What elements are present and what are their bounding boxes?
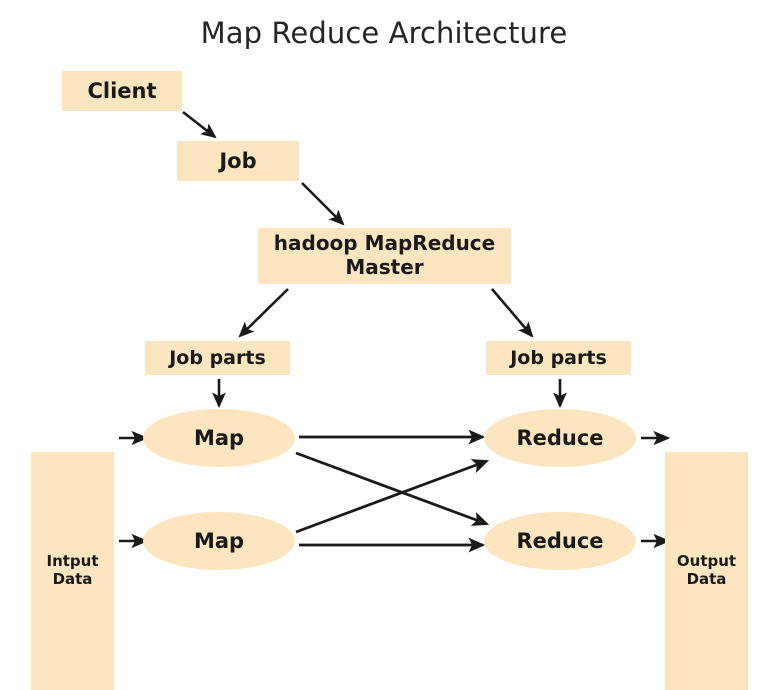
node-input-data[interactable]: Intput Data bbox=[31, 452, 114, 690]
node-job-parts-left[interactable]: Job parts bbox=[145, 341, 290, 375]
node-input-data-label: Intput Data bbox=[46, 552, 99, 588]
edge-map-2-to-reduce-1 bbox=[295, 459, 490, 534]
node-reduce-2[interactable]: Reduce bbox=[484, 512, 636, 570]
node-output-data-label-line2: Data bbox=[686, 570, 727, 588]
node-map-2[interactable]: Map bbox=[143, 512, 295, 570]
node-map-1[interactable]: Map bbox=[143, 409, 295, 467]
diagram-canvas: Map Reduce Architecture bbox=[31, 16, 748, 690]
node-input-data-label-line2: Data bbox=[52, 570, 93, 588]
node-hadoop-mapreduce-master[interactable]: hadoop MapReduce Master bbox=[258, 228, 511, 284]
edge-master-to-job-parts-left bbox=[238, 288, 289, 338]
node-job-label: Job bbox=[219, 148, 257, 173]
node-reduce-1-label: Reduce bbox=[516, 425, 604, 450]
node-job[interactable]: Job bbox=[177, 141, 299, 181]
node-job-parts-right-label: Job parts bbox=[510, 346, 607, 369]
node-reduce-2-label: Reduce bbox=[516, 528, 604, 553]
node-map-1-label: Map bbox=[193, 425, 245, 450]
node-reduce-1[interactable]: Reduce bbox=[484, 409, 636, 467]
node-client[interactable]: Client bbox=[62, 71, 182, 111]
node-map-2-label: Map bbox=[193, 528, 245, 553]
node-output-data-label: Output Data bbox=[676, 552, 737, 588]
node-output-data-label-line1: Output bbox=[676, 552, 737, 571]
node-input-data-label-line1: Intput bbox=[46, 552, 99, 571]
node-master-label: hadoop MapReduce Master bbox=[274, 232, 495, 279]
node-master-label-line2: Master bbox=[345, 255, 424, 279]
node-job-parts-right[interactable]: Job parts bbox=[486, 341, 631, 375]
node-client-label: Client bbox=[87, 78, 157, 103]
edge-map-1-to-reduce-2 bbox=[295, 451, 490, 526]
edge-client-to-job bbox=[182, 110, 217, 139]
page-title: Map Reduce Architecture bbox=[200, 16, 568, 50]
edge-job-to-master bbox=[301, 182, 345, 226]
node-master-label-line1: hadoop MapReduce bbox=[273, 231, 496, 256]
node-job-parts-left-label: Job parts bbox=[169, 346, 266, 369]
node-output-data[interactable]: Output Data bbox=[665, 452, 748, 690]
edge-master-to-job-parts-right bbox=[491, 288, 534, 338]
